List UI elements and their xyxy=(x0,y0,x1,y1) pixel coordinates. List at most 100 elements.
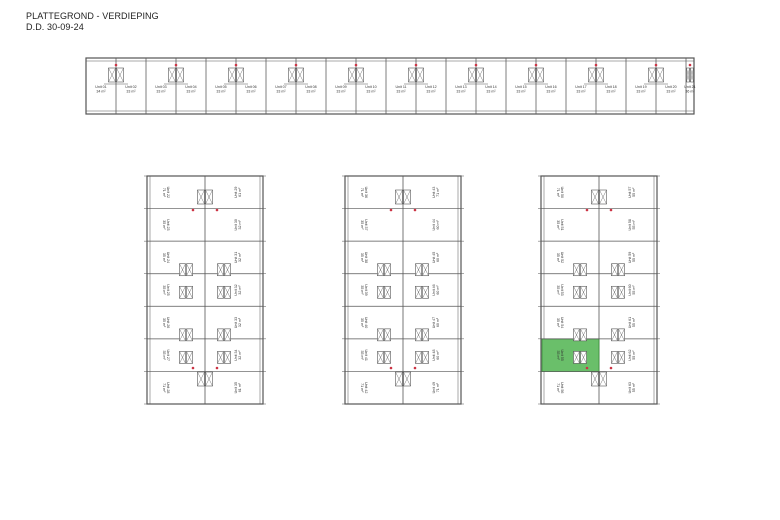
unit-area: 35 m² xyxy=(162,220,166,230)
stair-marker xyxy=(474,63,478,67)
unit-area: 33 m² xyxy=(426,90,436,94)
unit-name: Unit 48 xyxy=(432,349,436,360)
stair-marker xyxy=(215,208,219,212)
stairwell-icon xyxy=(611,285,625,299)
stairwell-icon xyxy=(197,371,213,387)
unit-name: Unit 16 xyxy=(545,85,556,89)
highlighted-unit[interactable] xyxy=(541,338,600,372)
unit-name: Unit 34 xyxy=(234,349,238,360)
unit-area: 71 m² xyxy=(162,383,166,393)
unit-name: Unit 62 xyxy=(628,349,632,360)
stairwell-icon xyxy=(573,285,587,299)
stairwell-icon xyxy=(415,263,429,277)
stairwell-icon xyxy=(108,67,124,83)
stairwell-icon xyxy=(611,351,625,364)
unit-name: Unit 29 xyxy=(234,187,238,198)
stair-marker xyxy=(354,63,358,67)
unit-name: Unit 08 xyxy=(305,85,316,89)
unit-name: Unit 32 xyxy=(234,284,238,295)
stairwell-icon xyxy=(377,285,391,299)
unit-name: Unit 33 xyxy=(234,317,238,328)
unit-area: 32 m² xyxy=(238,317,242,327)
unit-area: 35 m² xyxy=(556,253,560,263)
unit-name: Unit 55 xyxy=(560,349,564,360)
unit-area: 55 m² xyxy=(632,219,636,229)
unit-name: Unit 57 xyxy=(628,187,632,198)
unit-name: Unit 14 xyxy=(485,85,496,89)
stair-marker xyxy=(585,366,589,370)
stairwell-icon xyxy=(288,67,304,83)
unit-area: 33 m² xyxy=(156,90,166,94)
stair-marker xyxy=(114,63,118,67)
stairwell-icon xyxy=(377,263,391,277)
unit-name: Unit 24 xyxy=(166,252,170,263)
unit-area: 60 m² xyxy=(436,252,440,262)
stairwell-icon xyxy=(588,67,604,83)
plan-title: PLATTEGROND - VERDIEPING xyxy=(26,11,159,21)
unit-name: Unit 38 xyxy=(364,252,368,263)
unit-area: 34 m² xyxy=(96,90,106,94)
unit-area: 71 m² xyxy=(360,383,364,393)
unit-area: 35 m² xyxy=(360,220,364,230)
unit-name: Unit 25 xyxy=(166,284,170,295)
unit-name: Unit 03 xyxy=(155,85,166,89)
unit-area: 35 m² xyxy=(556,318,560,328)
stairwell-icon xyxy=(686,67,694,83)
stairwell-icon xyxy=(528,67,544,83)
unit-name: Unit 37 xyxy=(364,219,368,230)
unit-name: Unit 45 xyxy=(432,252,436,263)
unit-area: 71 m² xyxy=(556,383,560,393)
unit-name: Unit 59 xyxy=(628,252,632,263)
stairwell-icon xyxy=(415,328,429,342)
unit-area: 55 m² xyxy=(632,285,636,295)
unit-name: Unit 23 xyxy=(166,219,170,230)
unit-area: 71 m² xyxy=(162,188,166,198)
unit-name: Unit 43 xyxy=(432,187,436,198)
unit-area: 35 m² xyxy=(162,318,166,328)
